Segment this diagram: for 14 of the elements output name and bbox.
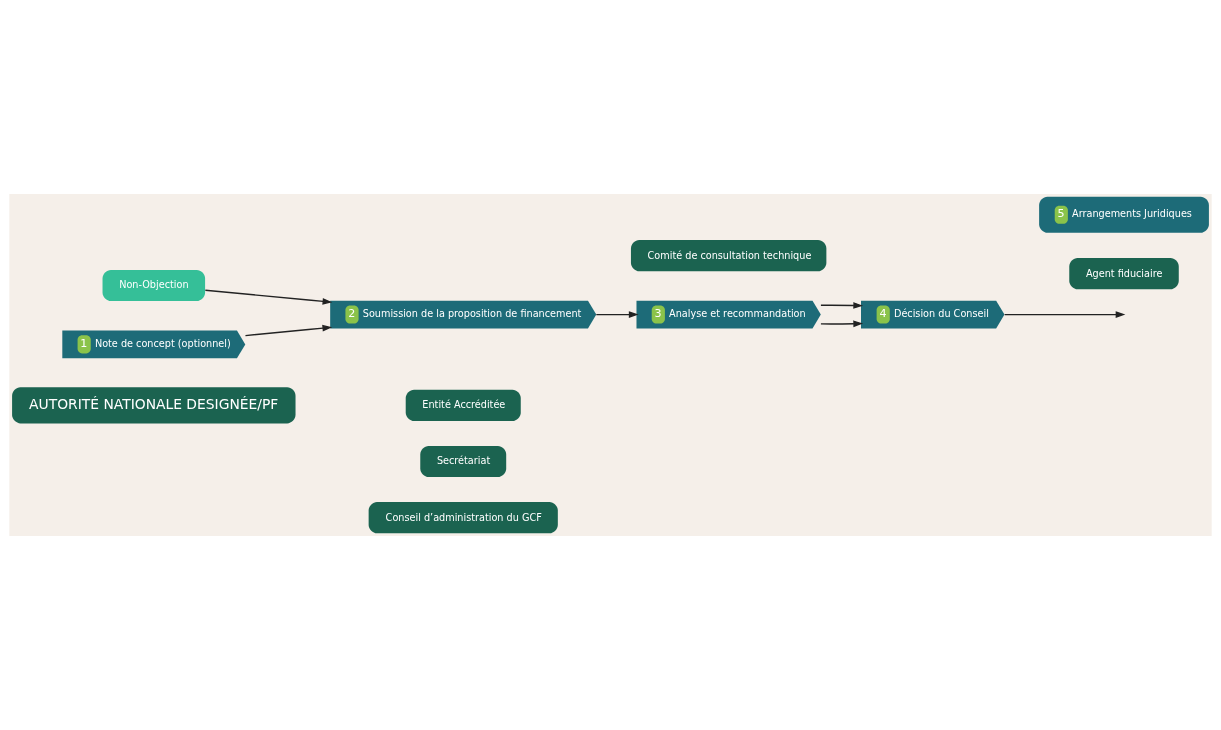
- arrow: [820, 302, 864, 309]
- arrow: [244, 324, 333, 337]
- node-box: Entité Accréditée: [405, 389, 521, 421]
- arrow: [595, 311, 639, 318]
- node-box: Conseil d’administration du GCF: [368, 502, 558, 534]
- node-box: Non-Objection: [102, 269, 206, 302]
- node-box: Secrétariat: [420, 445, 507, 478]
- node-box: Comité de consultation technique: [630, 240, 827, 272]
- arrow: [204, 289, 333, 305]
- node-box: AUTORITÉ NATIONALE DESIGNÉE/PF: [12, 387, 296, 424]
- node-box: 5 Arrangements Juridiques: [1039, 196, 1209, 233]
- arrow: [820, 320, 864, 328]
- arrow: [1004, 311, 1126, 318]
- node-box: Agent fiduciaire: [1069, 258, 1179, 290]
